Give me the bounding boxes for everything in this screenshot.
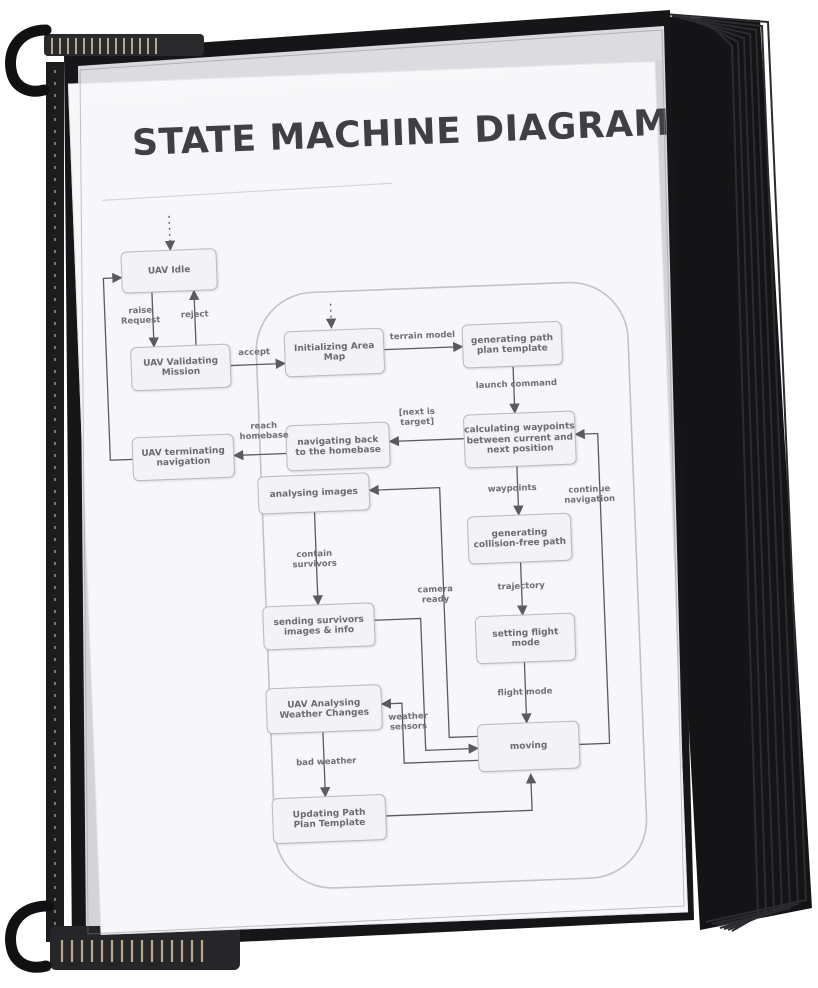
- state-setting-flight-mode: setting flight mode: [474, 612, 577, 665]
- state-uav-validating-mission: UAV Validating Mission: [130, 343, 232, 392]
- state-calculating-waypoints: calculating waypoints between current an…: [462, 410, 577, 469]
- state-uav-terminating-navigation: UAV terminating navigation: [131, 433, 236, 482]
- state-initializing-area-map: Initializing Area Map: [283, 327, 386, 378]
- label-camera-ready: camera ready: [417, 584, 454, 606]
- label-reach-homebase: reach homebase: [239, 420, 289, 443]
- label-raise-request: raise Request: [120, 305, 161, 327]
- printed-sheet: STATE MACHINE DIAGRAM UAV Idle UAV Valid…: [67, 61, 689, 935]
- label-weather-sensors: weather sensors: [388, 711, 429, 733]
- label-accept: accept: [238, 347, 271, 359]
- sleeve-stack: [650, 13, 812, 932]
- label-reject: reject: [180, 309, 209, 321]
- state-generating-collision-free-path: generating collision-free path: [466, 512, 573, 565]
- label-contain-survivors: contain survivors: [292, 548, 338, 571]
- state-moving: moving: [476, 720, 581, 773]
- label-continue-navigation: continue navigation: [564, 484, 616, 506]
- state-analysing-images: analysing images: [257, 472, 371, 515]
- state-navigating-back-to-homebase: navigating back to the homebase: [285, 421, 391, 472]
- state-generating-path-plan-template: generating path plan template: [461, 320, 564, 369]
- label-trajectory: trajectory: [497, 580, 546, 593]
- bottom-mounting-ring: [5, 900, 54, 973]
- top-mounting-ring: [5, 24, 52, 97]
- state-updating-path-plan-template: Updating Path Plan Template: [271, 793, 388, 845]
- state-sending-survivors-images-info: sending survivors images & info: [262, 602, 376, 651]
- state-uav-analysing-weather-changes: UAV Analysing Weather Changes: [265, 684, 383, 735]
- label-next-is-target: [next is target]: [398, 406, 436, 428]
- state-uav-idle: UAV Idle: [120, 248, 218, 294]
- label-waypoints: waypoints: [487, 482, 537, 495]
